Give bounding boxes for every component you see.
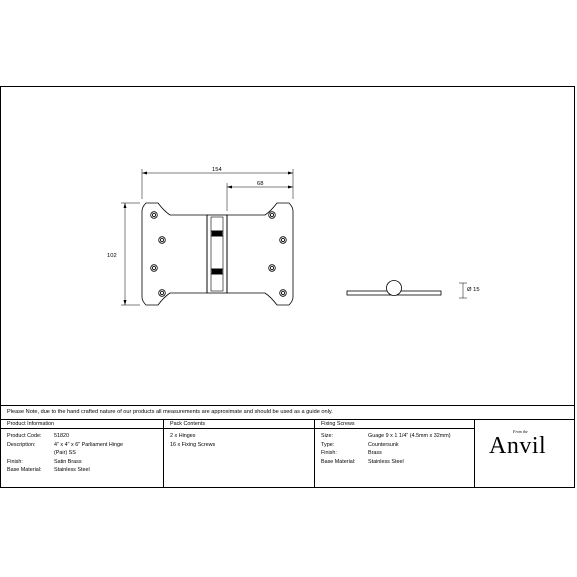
finish-value: Satin Brass	[54, 458, 82, 465]
screw-base-material-value: Stainless Steel	[368, 458, 404, 465]
pack-contents-heading: Pack Contents	[164, 420, 314, 429]
description-value: 4" x 4" x 6" Parliament Hinge (Pair) SS	[54, 441, 123, 457]
fixing-screws-panel: Fixing Screws Size: Guage 9 x 1 1/4" (4.5…	[315, 420, 475, 487]
logo-tagline: From the	[513, 429, 528, 434]
side-view	[346, 280, 467, 299]
screw-holes-right	[268, 211, 287, 297]
product-information-panel: Product Information Product Code: 51820 D…	[1, 420, 164, 487]
pack-item: 16 x Fixing Screws	[170, 441, 216, 448]
product-code-label: Product Code:	[7, 433, 42, 439]
product-information-heading: Product Information	[1, 420, 163, 429]
disclaimer-note: Please Note, due to the hand crafted nat…	[1, 405, 574, 420]
logo-wordmark: Anvil	[489, 433, 547, 459]
screw-base-material-label: Base Material:	[321, 458, 356, 465]
size-value: Guage 9 x 1 1/4" (4.5mm x 32mm)	[368, 433, 451, 439]
pack-item: 2 x Hinges	[170, 433, 196, 439]
drawing-sheet: 154 68 102 Ø 15 Please Note, due to the …	[0, 86, 575, 488]
hinge-outline	[141, 202, 208, 306]
finish-label: Finish:	[7, 458, 23, 465]
screw-holes-left	[150, 211, 166, 297]
screw-finish-label: Finish:	[321, 450, 337, 457]
dim-knuckle-value: 15	[473, 287, 479, 293]
pack-contents-panel: Pack Contents 2 x Hinges 16 x Fixing Scr…	[164, 420, 315, 487]
type-label: Type:	[321, 441, 335, 448]
dim-height-label: 102	[107, 253, 117, 259]
size-label: Size:	[321, 433, 333, 439]
base-material-value: Stainless Steel	[54, 467, 90, 474]
hinge-outline-right	[226, 202, 294, 306]
description-label: Description:	[7, 441, 36, 448]
dim-width-label: 154	[212, 167, 222, 173]
product-code-value: 51820	[54, 433, 69, 439]
dim-knuckle-label: Ø 15	[467, 287, 480, 293]
anvil-logo: From the Anvil	[475, 420, 574, 487]
type-value: Countersunk	[368, 441, 399, 448]
base-material-label: Base Material:	[7, 467, 42, 474]
dim-offset-label: 68	[257, 181, 263, 187]
fixing-screws-heading: Fixing Screws	[315, 420, 474, 429]
technical-drawing: 154 68 102 Ø 15	[107, 167, 480, 306]
screw-finish-value: Brass	[368, 450, 382, 457]
